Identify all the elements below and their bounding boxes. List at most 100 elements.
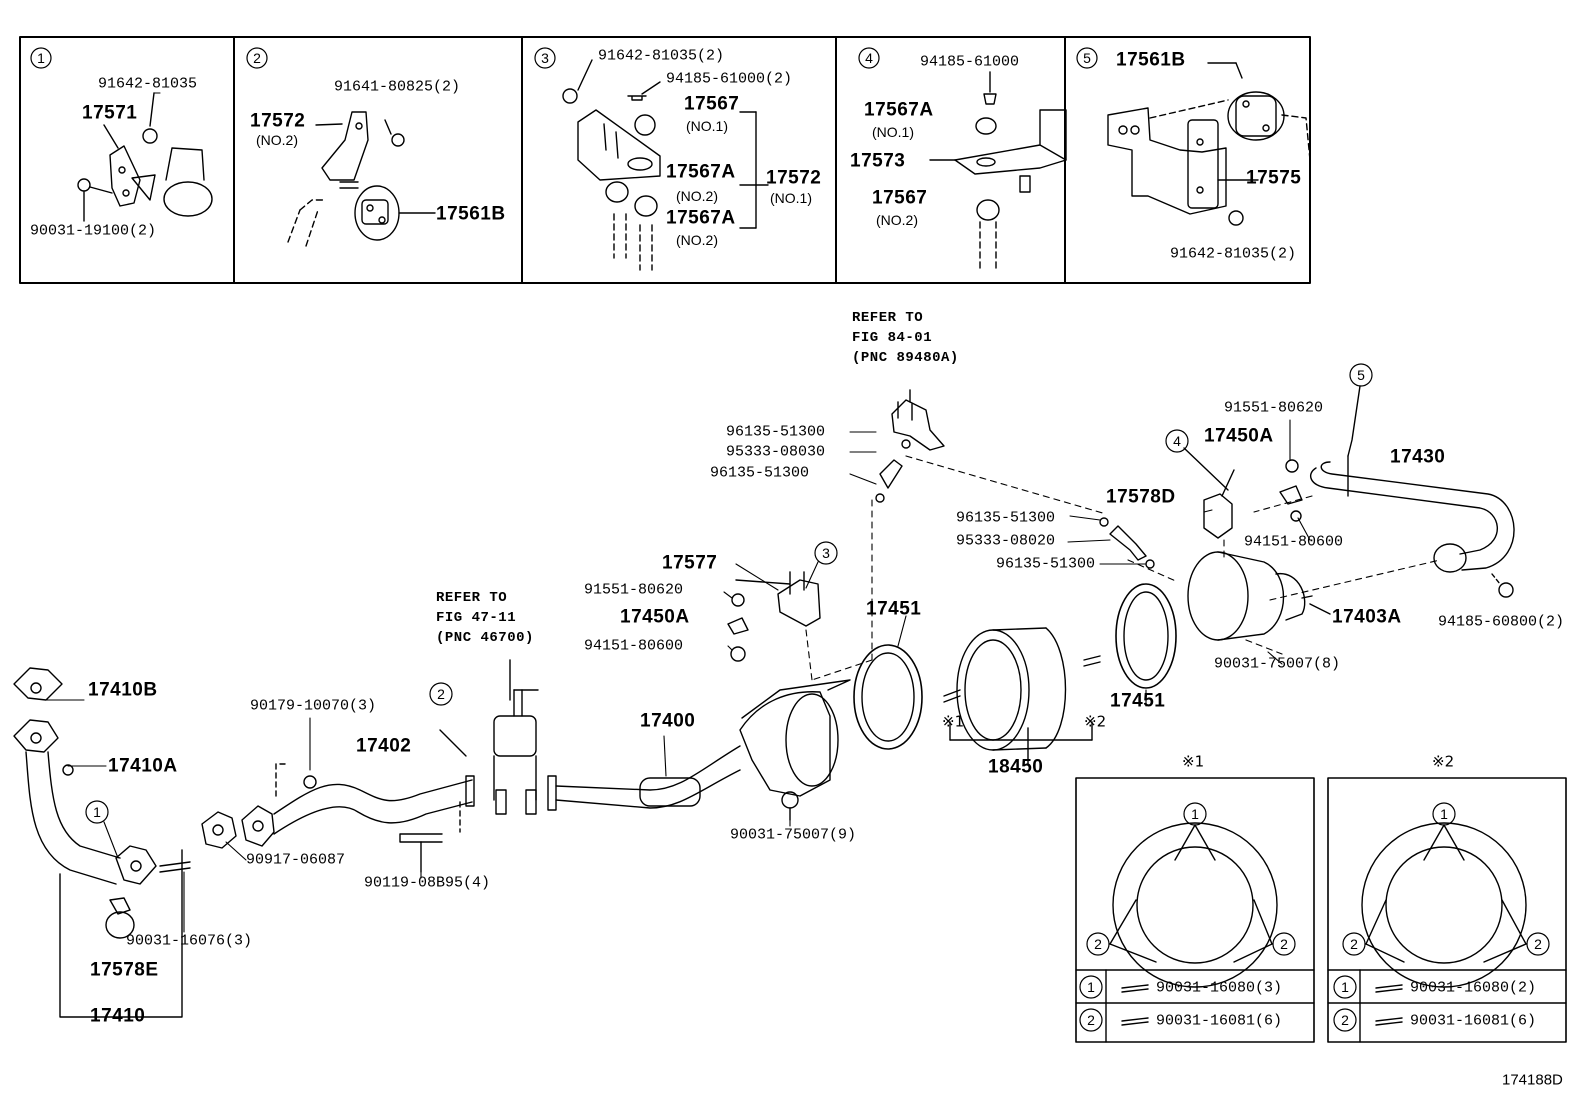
label-40: 91551-80620 [584,581,684,599]
callout-14: 2 [1087,1012,1095,1028]
label-22: (NO.2) [876,212,918,228]
callout-11: 2 [1094,936,1102,952]
note-0: REFER TO [852,310,924,326]
converter-18450 [943,627,1101,765]
label-45: 90031-75007(8) [1214,655,1341,673]
note-5: (PNC 46700) [436,630,534,646]
callout-3: 4 [865,50,873,66]
leader-lines [43,92,1311,933]
label-56: 17578E [90,959,159,981]
callout-9: 1 [93,804,101,820]
label-7: 91642-81035(2) [598,47,725,65]
label-21: 17567 [872,187,928,209]
callout-6: 4 [1173,433,1181,449]
label-39: 17577 [662,552,718,574]
label-60: 90031-16080(2) [1410,979,1537,997]
label-36: 96135-51300 [996,555,1096,573]
label-12: (NO.2) [676,188,718,204]
label-47: 17410B [88,679,158,701]
label-5: (NO.2) [256,132,298,148]
mark-3: ※2 [1432,752,1455,771]
label-29: 91551-80620 [1224,399,1324,417]
label-15: 17572 [766,167,822,189]
callout-2: 3 [541,50,549,66]
label-25: 91642-81035(2) [1170,245,1297,263]
label-20: 17573 [850,150,906,172]
callout-13: 1 [1087,979,1095,995]
callout-16: 2 [1350,936,1358,952]
callout-8: 2 [437,686,445,702]
label-44: 17451 [1110,690,1166,712]
label-4: 17572 [250,110,306,132]
hose-95333-08020 [1099,517,1155,569]
gasket-17451-left [853,644,923,750]
callout-12: 2 [1280,936,1288,952]
panel-3-parts [562,59,769,271]
callout-1: 2 [253,50,261,66]
note-4: FIG 47-11 [436,610,517,626]
label-49: 90179-10070(3) [250,697,377,715]
label-35: 95333-08020 [956,532,1056,550]
label-54: 90031-75007(9) [730,826,857,844]
label-61: 90031-16081(6) [1410,1012,1537,1030]
note-1: FIG 84-01 [852,330,933,346]
note-3: REFER TO [436,590,508,606]
label-57: 17410 [90,1005,146,1027]
label-41: 17450A [620,606,690,628]
label-14: (NO.2) [676,232,718,248]
label-59: 90031-16081(6) [1156,1012,1283,1030]
diagram-code: 174188D [1502,1071,1563,1089]
pipe-17400 [547,679,851,821]
label-42: 94151-80600 [584,637,684,655]
callout-5: 3 [822,545,830,561]
callout-7: 5 [1357,367,1365,383]
muffler-17403A [1187,551,1331,641]
label-28: 96135-51300 [710,464,810,482]
callout-19: 2 [1341,1012,1349,1028]
label-30: 17450A [1204,425,1274,447]
label-55: 90031-16076(3) [126,932,253,950]
label-9: 17567 [684,93,740,115]
label-24: 17575 [1246,167,1302,189]
panel-2-parts [287,111,436,247]
detail-box-2 [1327,777,1567,1043]
panel-5-parts [1107,62,1311,226]
label-37: 17403A [1332,606,1402,628]
label-2: 90031-19100(2) [30,222,157,240]
label-3: 91641-80825(2) [334,78,461,96]
mark-0: ※1 [942,712,965,731]
label-19: (NO.1) [872,124,914,140]
label-33: 94151-80600 [1244,533,1344,551]
mark-2: ※2 [1084,712,1107,731]
label-51: 17400 [640,710,696,732]
callout-circles [30,47,1550,1032]
panel-4-parts [929,71,1067,271]
dashed-leaders [805,455,1441,681]
callout-17: 2 [1534,936,1542,952]
label-23: 17561B [1116,49,1186,71]
callout-10: 1 [1191,806,1199,822]
top-panels [19,36,1311,284]
sensor-bracket-89480A [875,389,945,503]
callout-18: 1 [1341,979,1349,995]
label-52: 90917-06087 [246,851,346,869]
label-1: 17571 [82,102,138,124]
label-17: 94185-61000 [920,53,1020,71]
callout-4: 5 [1083,50,1091,66]
label-38: 94185-60800(2) [1438,613,1565,631]
gasket-17451-right [1115,583,1177,689]
label-8: 94185-61000(2) [666,70,793,88]
label-34: 96135-51300 [956,509,1056,527]
label-13: 17567A [666,207,736,229]
detail-box-1 [1075,777,1315,1043]
label-10: (NO.1) [686,118,728,134]
label-46: 18450 [988,756,1044,778]
label-31: 17430 [1390,446,1446,468]
mark-1: ※1 [1182,752,1205,771]
label-27: 95333-08030 [726,443,826,461]
label-53: 90119-08B95(4) [364,874,491,892]
callout-15: 1 [1440,806,1448,822]
pipe-17402 [201,729,475,873]
